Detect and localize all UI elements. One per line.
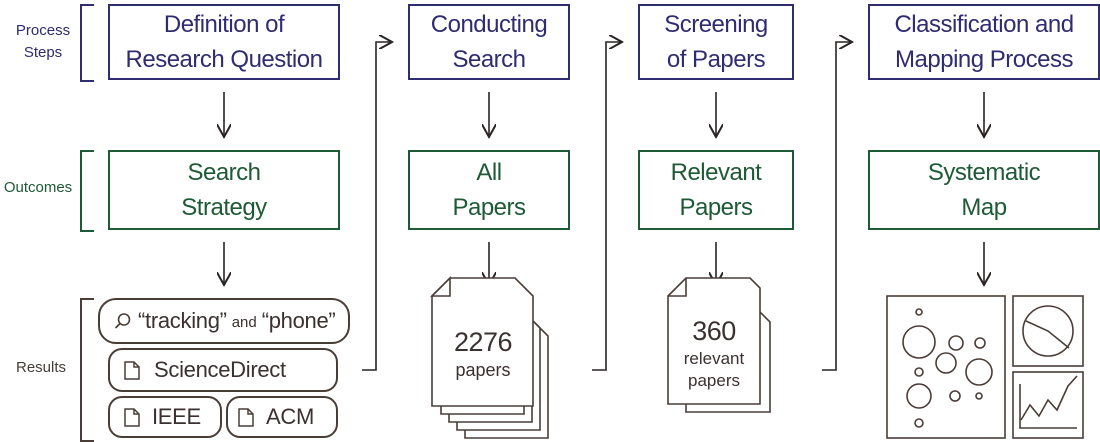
process-bracket bbox=[80, 4, 94, 82]
row-label-process-line1: Process bbox=[15, 22, 71, 39]
all-papers-count-text: 2276 papers bbox=[436, 326, 530, 382]
relevant-papers-count: 360 bbox=[692, 316, 736, 346]
outcome-3-line1: Relevant bbox=[670, 159, 762, 186]
outcome-systematic-map: Systematic Map bbox=[868, 150, 1100, 230]
source-acm-label: ACM bbox=[266, 404, 314, 429]
row-label-results: Results bbox=[15, 359, 67, 376]
search-term-phone: “phone” bbox=[261, 308, 336, 333]
outcome-2-line1: All bbox=[476, 159, 502, 186]
connector-result1-to-step2 bbox=[362, 42, 392, 371]
document-icon bbox=[124, 360, 140, 380]
outcome-3-line2: Papers bbox=[679, 194, 753, 221]
document-stack-icon bbox=[430, 276, 549, 439]
all-papers-count: 2276 bbox=[453, 327, 513, 357]
outcomes-bracket bbox=[80, 150, 94, 232]
source-acm: ACM bbox=[226, 396, 338, 438]
source-sciencedirect: ScienceDirect bbox=[108, 348, 338, 392]
step-3-line2: of Papers bbox=[666, 46, 766, 73]
outcome-4-line2: Map bbox=[961, 194, 1007, 221]
all-papers-unit: papers bbox=[455, 360, 511, 380]
step-3-line1: Screening bbox=[664, 11, 768, 38]
search-query-pill: “tracking” and “phone” bbox=[98, 298, 350, 344]
line-chart-icon bbox=[1012, 371, 1084, 439]
relevant-papers-line2: relevant bbox=[683, 349, 745, 368]
step-2-line2: Search bbox=[452, 46, 526, 73]
step-conducting-search: Conducting Search bbox=[408, 4, 570, 80]
outcome-all-papers: All Papers bbox=[408, 150, 570, 230]
relevant-papers-count-text: 360 relevant papers bbox=[668, 314, 760, 392]
search-icon bbox=[114, 313, 131, 329]
document-icon bbox=[238, 407, 254, 427]
bubble-chart-icon bbox=[886, 295, 1006, 439]
row-label-outcomes: Outcomes bbox=[3, 179, 73, 196]
connector-result2-to-step3 bbox=[592, 42, 622, 371]
outcome-2-line2: Papers bbox=[452, 194, 526, 221]
document-icon bbox=[124, 407, 140, 427]
step-4-line2: Mapping Process bbox=[895, 46, 1073, 73]
step-2-line1: Conducting bbox=[430, 11, 548, 38]
outcome-1-line1: Search bbox=[187, 159, 261, 186]
relevant-papers-line3: papers bbox=[688, 371, 740, 390]
step-1-line2: Research Question bbox=[125, 46, 323, 73]
row-label-process-steps: Process Steps bbox=[6, 20, 80, 64]
outcome-search-strategy: Search Strategy bbox=[108, 150, 340, 230]
step-classification-and-mapping: Classification and Mapping Process bbox=[868, 4, 1100, 80]
step-screening-of-papers: Screening of Papers bbox=[638, 4, 794, 80]
source-ieee-label: IEEE bbox=[152, 404, 201, 429]
pie-chart-icon bbox=[1012, 295, 1084, 367]
row-label-process-line2: Steps bbox=[23, 44, 63, 61]
source-ieee: IEEE bbox=[108, 396, 222, 438]
step-1-line1: Definition of bbox=[163, 11, 285, 38]
step-definition-of-research-question: Definition of Research Question bbox=[108, 4, 340, 80]
step-4-line1: Classification and bbox=[894, 11, 1074, 38]
search-conjunction: and bbox=[231, 314, 257, 331]
outcome-relevant-papers: Relevant Papers bbox=[638, 150, 794, 230]
outcome-1-line2: Strategy bbox=[181, 194, 267, 221]
source-sciencedirect-label: ScienceDirect bbox=[154, 357, 286, 382]
search-term-tracking: “tracking” bbox=[138, 308, 227, 333]
outcome-4-line1: Systematic bbox=[927, 159, 1041, 186]
document-stack-icon bbox=[667, 277, 771, 413]
connector-result3-to-step4 bbox=[822, 42, 852, 371]
